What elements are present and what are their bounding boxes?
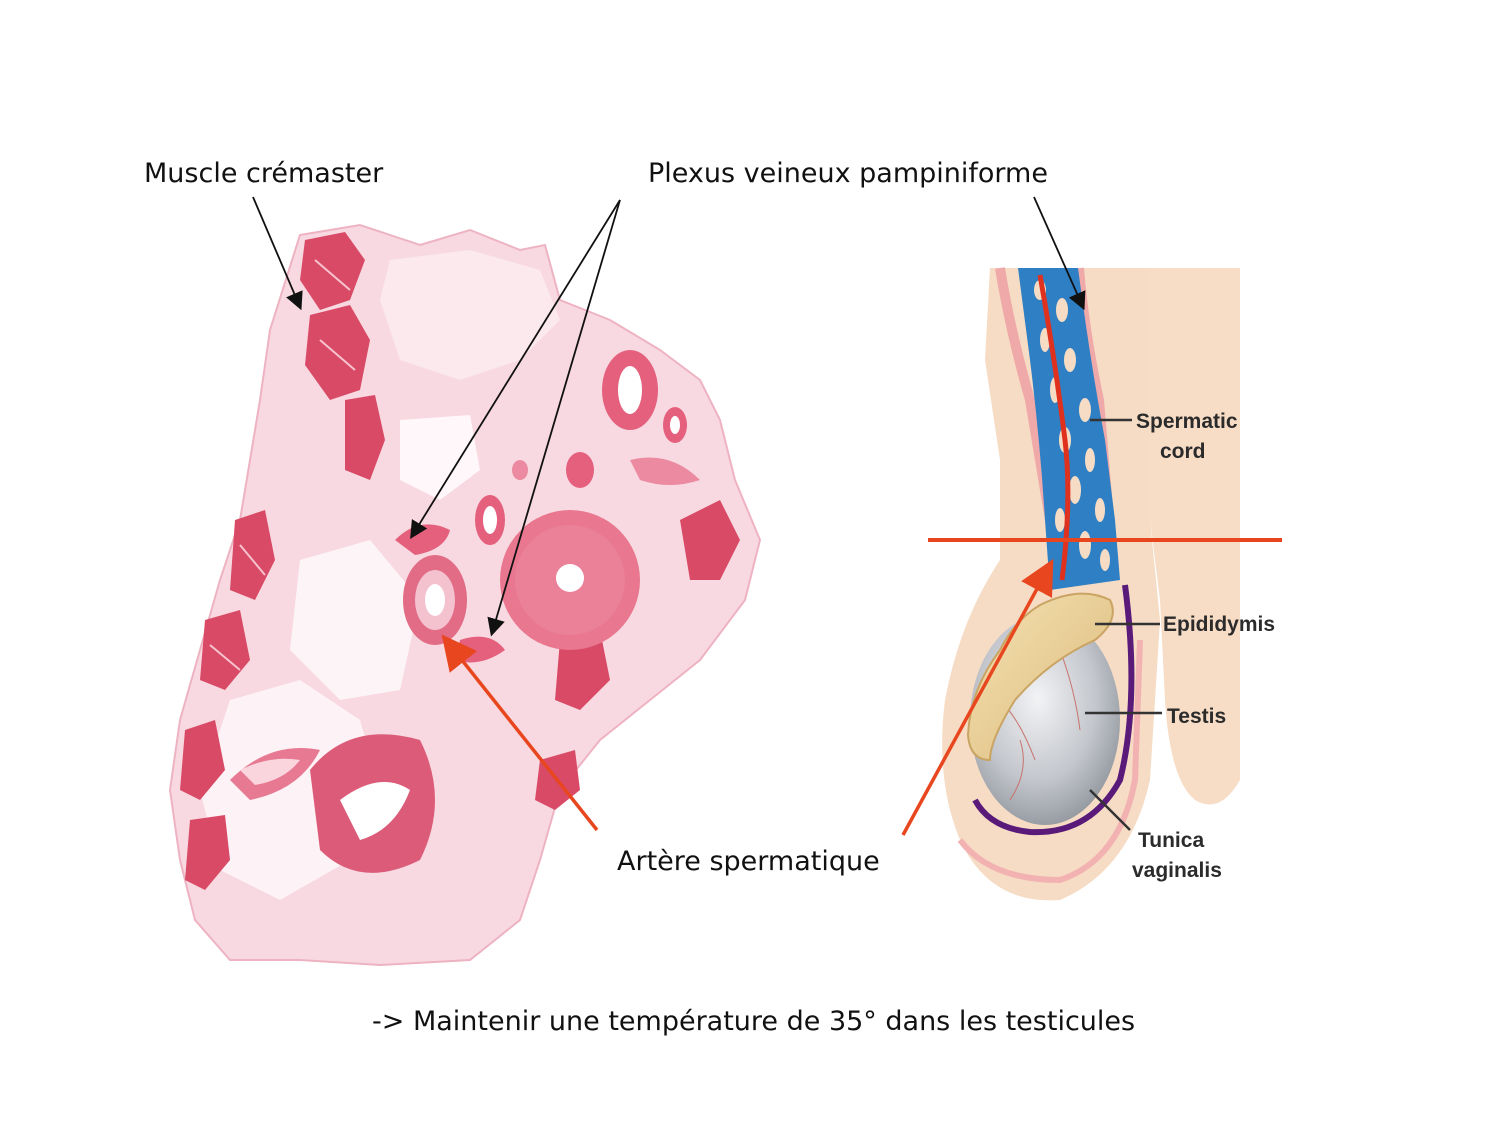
tunica-label-1: Tunica [1138,829,1204,852]
large-vessel [500,510,640,650]
epididymis-label: Epididymis [1163,613,1275,636]
spermatic-cord-label-1: Spermatic [1136,410,1238,433]
tunica-vaginalis [972,584,1135,836]
cremaster-label: Muscle crémaster [144,158,384,189]
plexus-label: Plexus veineux pampiniforme [648,158,1048,189]
spermatic-cord-label-2: cord [1160,440,1206,463]
lower-vessels [230,734,435,873]
testis-label: Testis [1167,705,1226,728]
artery-label: Artère spermatique [617,846,880,877]
pampiniform-veins [395,350,700,663]
caption: -> Maintenir une température de 35° dans… [372,1006,1136,1037]
anatomy-diagram: Spermatic cord Epididymis Testis Tunica … [942,267,1275,901]
epididymis [966,592,1114,762]
annotation-arrows [252,196,1086,637]
tunica-label-2: vaginalis [1132,859,1222,882]
spermatic-artery [1037,274,1071,581]
spermatic-artery-section [403,555,467,645]
artery-arrows [441,558,1054,836]
thigh [1145,268,1240,805]
